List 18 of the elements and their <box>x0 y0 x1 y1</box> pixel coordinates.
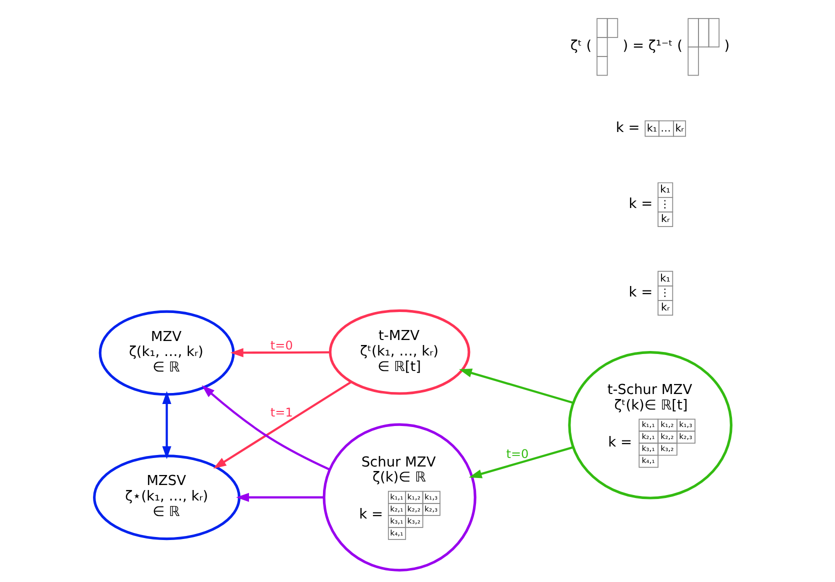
label: ⋮ <box>660 198 670 210</box>
label: k₁ <box>660 272 670 284</box>
label: k = <box>616 120 640 136</box>
label: … <box>660 122 671 134</box>
label: k = <box>628 284 653 300</box>
label: k₁ <box>660 184 670 196</box>
edge-label: t=1 <box>270 406 293 420</box>
edge-label: t=0 <box>506 447 529 461</box>
label: kᵣ <box>661 212 670 225</box>
label: ) <box>724 38 730 54</box>
label: ζᵗ ( <box>570 38 592 54</box>
label: k = <box>628 196 653 212</box>
label: ) = ζ¹⁻ᵗ ( <box>622 38 682 54</box>
label: k₁ <box>646 122 657 134</box>
label: kᵣ <box>675 122 684 134</box>
label: ⋮ <box>660 286 670 299</box>
edge-label: t=0 <box>270 338 293 353</box>
label: kᵣ <box>661 301 670 314</box>
